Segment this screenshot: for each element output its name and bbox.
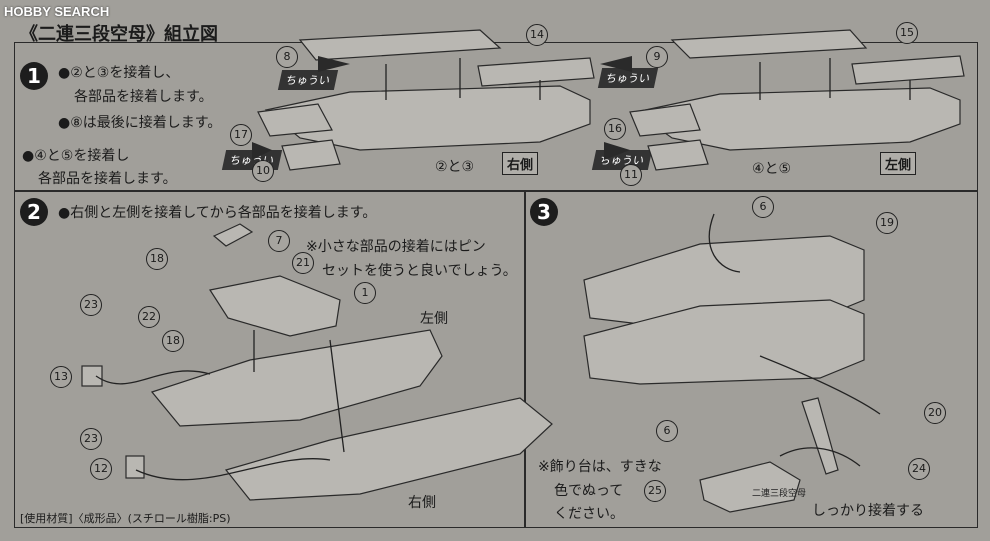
left-pair-label: ④と⑤ (752, 161, 792, 177)
step3-note-1: ※飾り台は、すきな (538, 459, 662, 475)
step1-line-5: 各部品を接着します。 (38, 171, 177, 187)
part-number: 24 (908, 458, 930, 480)
part-number: 22 (138, 306, 160, 328)
stand-pole (801, 397, 839, 475)
part-number: 17 (230, 124, 252, 146)
part-13 (81, 365, 103, 387)
part-number: 13 (50, 366, 72, 388)
part-number: 15 (896, 22, 918, 44)
part-number: 11 (620, 164, 642, 186)
part-7 (212, 223, 254, 247)
part-10 (281, 139, 341, 171)
deck-part-8 (298, 29, 502, 61)
step1-line-3: ●⑧は最後に接着します。 (58, 115, 222, 131)
part-number: 9 (646, 46, 668, 68)
stand-plate-text: 二連三段空母 (752, 487, 806, 499)
deck-part-14 (477, 57, 595, 87)
step3-note-2: 色でぬって (554, 483, 624, 499)
step1-line-1: ●②と③を接着し、 (58, 65, 180, 81)
step2-right-side: 右側 (408, 495, 436, 511)
step2-frame (14, 190, 526, 528)
part-number: 16 (604, 118, 626, 140)
part-number: 6 (752, 196, 774, 218)
upper-hull-assembly (150, 329, 443, 427)
part-number: 6 (656, 420, 678, 442)
step2-instruction: ●右側と左側を接着してから各部品を接着します。 (58, 205, 377, 221)
part-number: 25 (644, 480, 666, 502)
step2-badge: 2 (20, 198, 48, 226)
lower-hull-assembly (224, 397, 553, 501)
part-number: 18 (162, 330, 184, 352)
footer-materials: [使用材質]〈成形品〉(スチロール樹脂:PS) (20, 512, 231, 525)
deck-part-15 (851, 55, 965, 85)
part-number: 20 (924, 402, 946, 424)
part-number: 7 (268, 230, 290, 252)
part-number: 18 (146, 248, 168, 270)
step2-left-side: 左側 (420, 311, 448, 327)
bridge-part-1 (209, 275, 341, 337)
part-number: 19 (876, 212, 898, 234)
glue-firmly-label: しっかり接着する (812, 503, 924, 519)
page-title: 《二連三段空母》組立図 (20, 24, 218, 45)
part-number: 10 (252, 160, 274, 182)
part-number: 8 (276, 46, 298, 68)
part-number: 14 (526, 24, 548, 46)
step1-line-4: ●④と⑤を接着し (22, 148, 130, 164)
step3-frame (524, 190, 978, 528)
left-side-label: 左側 (880, 152, 917, 175)
step1-frame (14, 42, 978, 192)
step3-badge: 3 (530, 198, 558, 226)
right-side-label: 右側 (502, 152, 539, 175)
part-11 (647, 139, 709, 171)
step1-line-2: 各部品を接着します。 (74, 89, 213, 105)
assembled-ship-lower (583, 299, 865, 385)
part-number: 12 (90, 458, 112, 480)
right-pair-label: ②と③ (435, 159, 475, 175)
step3-note-3: ください。 (554, 506, 624, 522)
part-number: 23 (80, 294, 102, 316)
part-number: 21 (292, 252, 314, 274)
part-16 (629, 103, 701, 137)
part-12 (125, 455, 145, 479)
part-number: 23 (80, 428, 102, 450)
part-17 (257, 103, 333, 137)
watermark: HOBBY SEARCH (4, 4, 110, 19)
part-number: 1 (354, 282, 376, 304)
deck-part-9 (670, 29, 868, 59)
display-stand (699, 461, 801, 513)
step1-badge: 1 (20, 62, 48, 90)
step2-note-2: セットを使うと良いでしょう。 (322, 263, 517, 279)
step2-note-1: ※小さな部品の接着にはピン (306, 239, 486, 255)
